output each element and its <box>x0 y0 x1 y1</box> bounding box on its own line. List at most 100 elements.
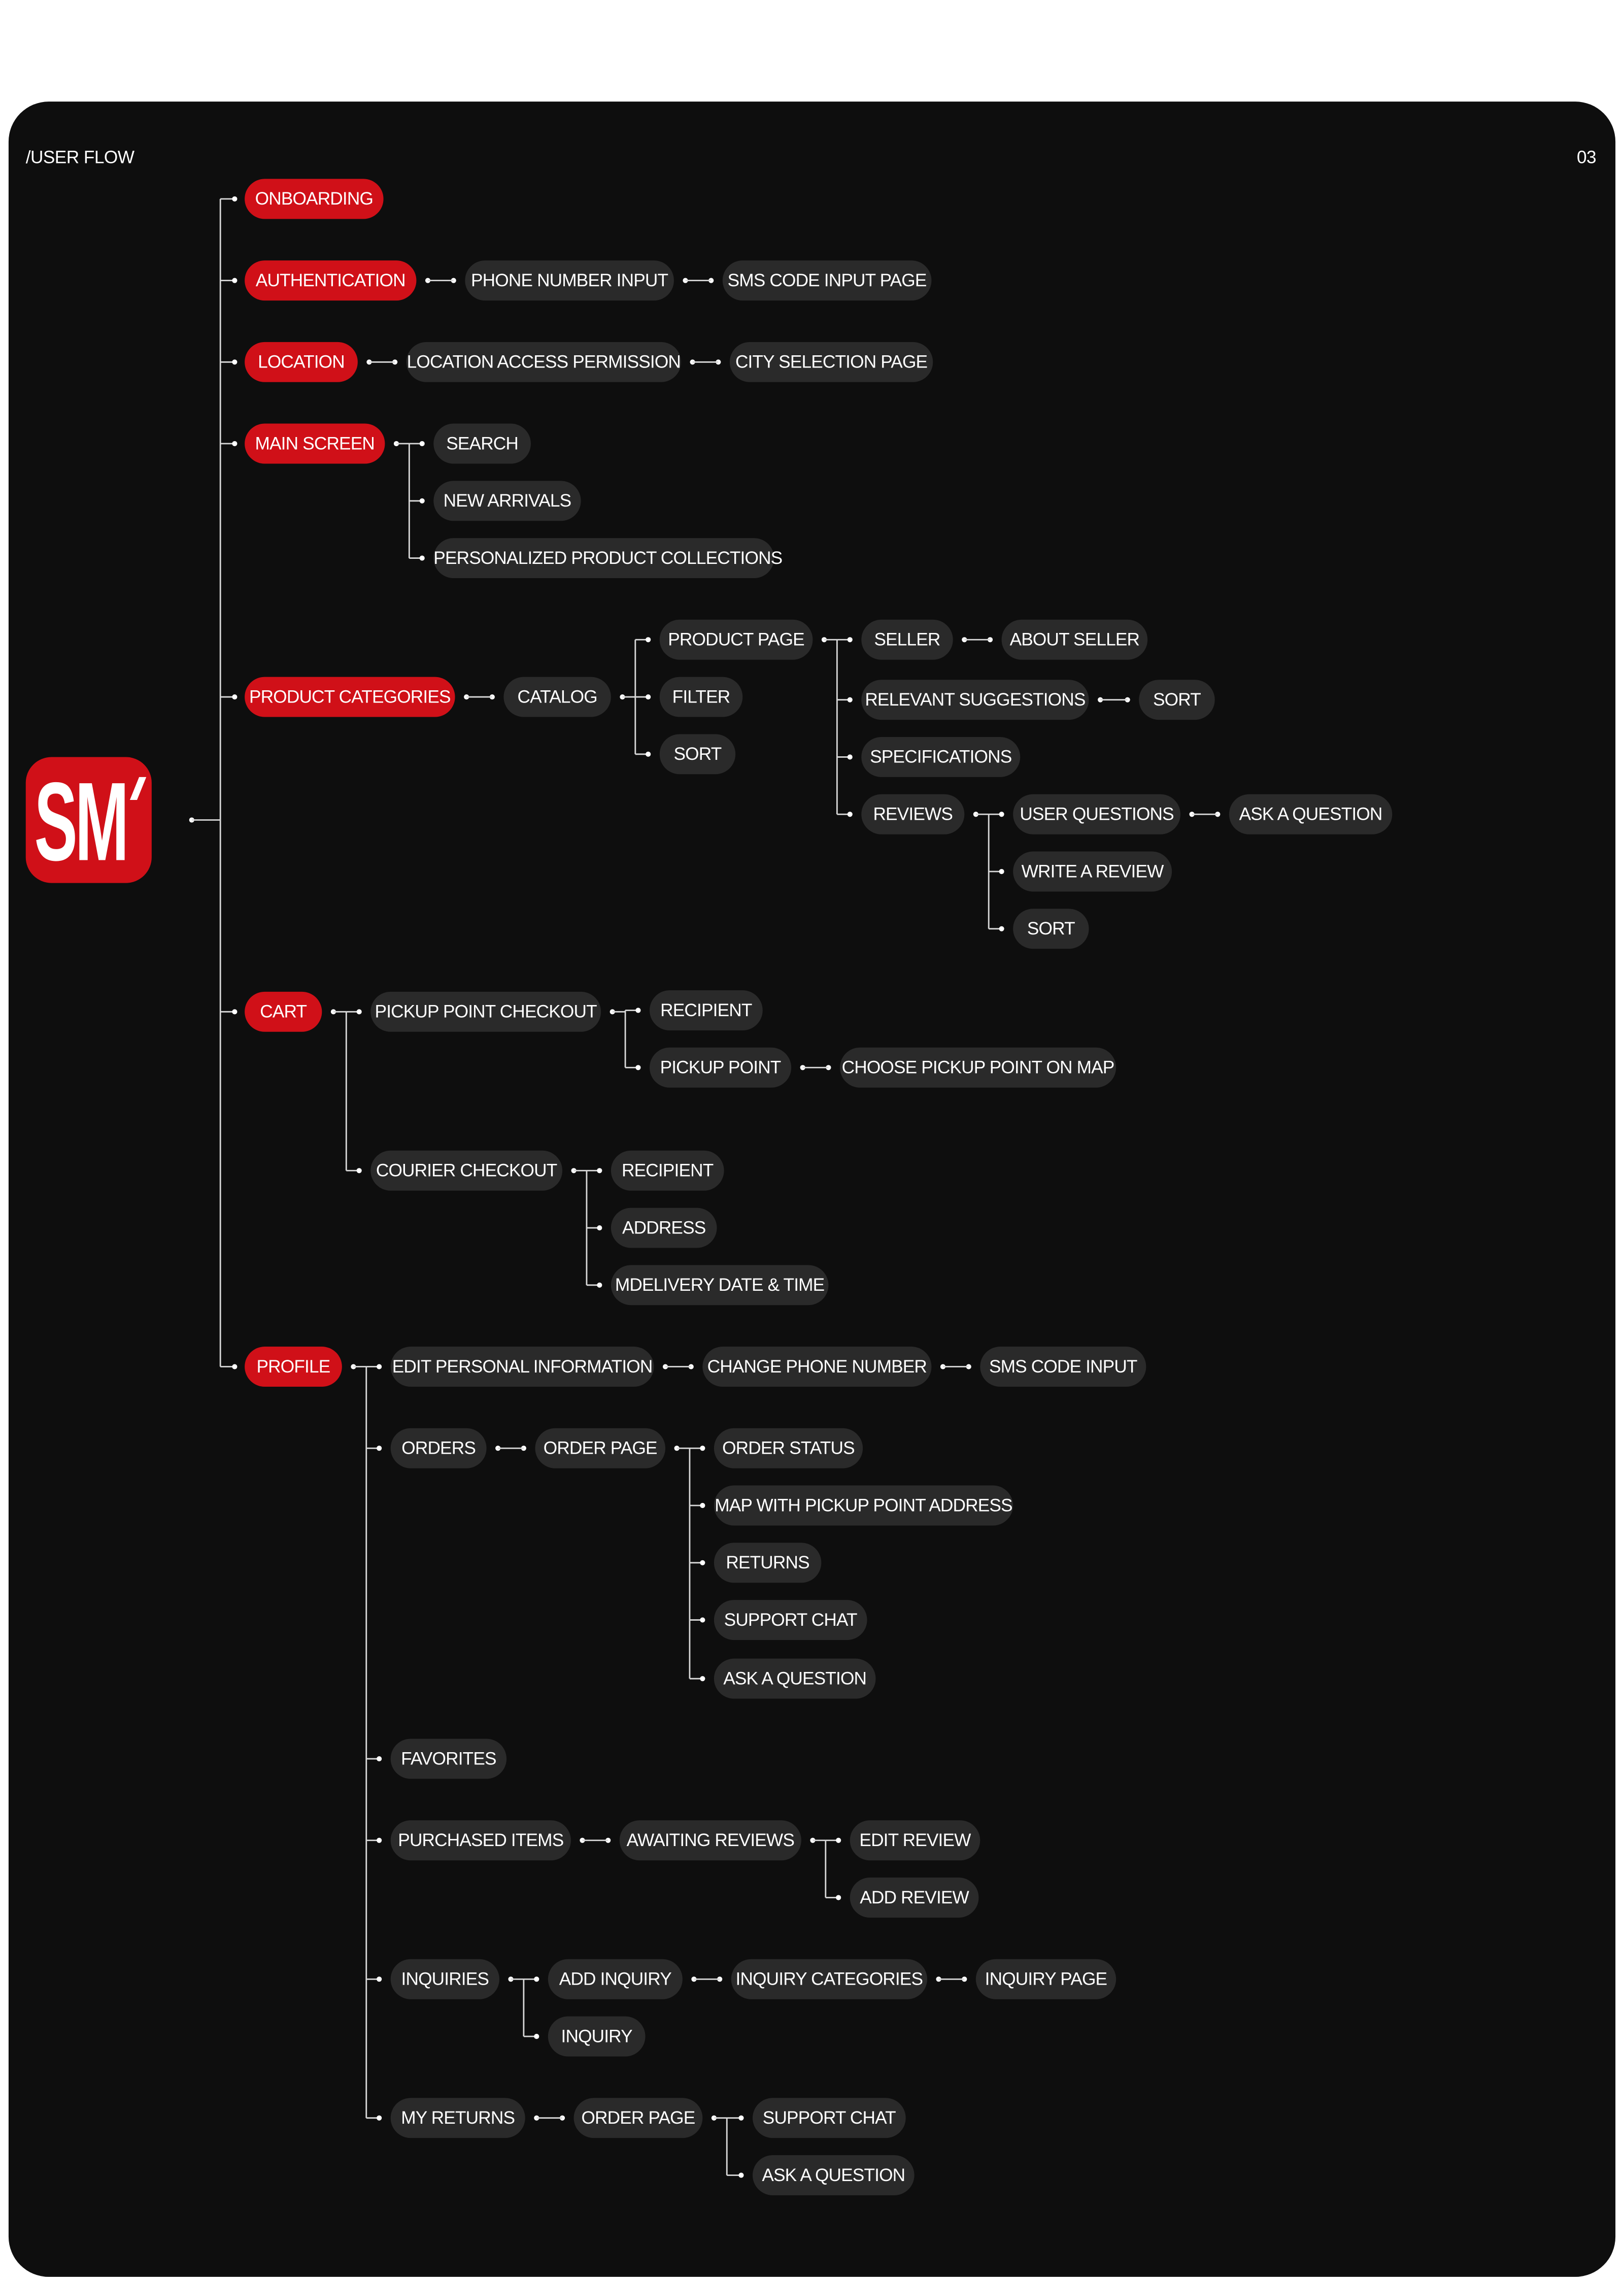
page-number: 03 <box>1576 147 1597 168</box>
flow-node-recipient[interactable]: RECIPIENT <box>611 1150 724 1191</box>
connector-dot <box>377 1364 382 1369</box>
connector-dot <box>999 868 1004 875</box>
flow-node-seller[interactable]: SELLER <box>861 619 953 660</box>
connector-dot <box>356 1009 362 1015</box>
connector-dot <box>987 637 993 643</box>
flow-node-pickup-point-checkout[interactable]: PICKUP POINT CHECKOUT <box>370 991 601 1032</box>
flow-node-orders[interactable]: ORDERS <box>390 1428 487 1468</box>
flow-node-personalized-product-collections[interactable]: PERSONALIZED PRODUCT COLLECTIONS <box>433 538 783 579</box>
flow-node-sms-code-input[interactable]: SMS CODE INPUT <box>980 1347 1146 1387</box>
flow-node-write-a-review[interactable]: WRITE A REVIEW <box>1013 851 1172 892</box>
flow-node-choose-pickup-point-on-map[interactable]: CHOOSE PICKUP POINT ON MAP <box>839 1047 1116 1088</box>
flow-section-profile[interactable]: PROFILE <box>245 1347 342 1387</box>
connector-dot <box>847 637 853 643</box>
flow-node-ask-a-question[interactable]: ASK A QUESTION <box>753 2155 915 2195</box>
flow-node-filter[interactable]: FILTER <box>659 677 743 717</box>
connector-dot <box>232 1009 238 1015</box>
flow-node-pickup-point[interactable]: PICKUP POINT <box>650 1047 792 1088</box>
connector-dot <box>419 441 425 447</box>
flow-node-recipient[interactable]: RECIPIENT <box>650 990 763 1030</box>
flow-node-inquiry-page[interactable]: INQUIRY PAGE <box>975 1959 1116 1999</box>
flow-node-inquiry-categories[interactable]: INQUIRY CATEGORIES <box>731 1959 927 1999</box>
flow-node-reviews[interactable]: REVIEWS <box>861 794 965 834</box>
connector-dot <box>847 812 853 817</box>
flow-node-new-arrivals[interactable]: NEW ARRIVALS <box>433 481 581 521</box>
connector-dot <box>232 1364 238 1369</box>
connector-dot <box>708 278 714 283</box>
flow-node-relevant-suggestions[interactable]: RELEVANT SUGGESTIONS <box>861 680 1089 720</box>
flow-node-catalog[interactable]: CATALOG <box>503 677 611 717</box>
flow-node-awaiting-reviews[interactable]: AWAITING REVIEWS <box>619 1820 801 1861</box>
flow-node-mdelivery-date-time[interactable]: MDELIVERY DATE & TIME <box>611 1265 829 1305</box>
flow-node-add-review[interactable]: ADD REVIEW <box>850 1878 979 1918</box>
flow-card <box>8 102 1616 2277</box>
connector-dot <box>377 1977 382 1982</box>
flow-node-inquiry[interactable]: INQUIRY <box>548 2016 646 2057</box>
connector-dot <box>377 1446 382 1451</box>
flow-node-phone-number-input[interactable]: PHONE NUMBER INPUT <box>465 260 674 301</box>
connector-dot <box>605 1837 611 1843</box>
flow-node-add-inquiry[interactable]: ADD INQUIRY <box>548 1959 683 1999</box>
connector-dot <box>489 694 495 700</box>
flow-node-purchased-items[interactable]: PURCHASED ITEMS <box>390 1820 571 1861</box>
flow-section-authentication[interactable]: AUTHENTICATION <box>245 260 417 301</box>
flow-node-my-returns[interactable]: MY RETURNS <box>390 2098 525 2138</box>
connector-dot <box>635 1008 641 1013</box>
flow-node-support-chat[interactable]: SUPPORT CHAT <box>714 1600 867 1640</box>
flow-node-ask-a-question[interactable]: ASK A QUESTION <box>1229 794 1393 834</box>
flow-node-user-questions[interactable]: USER QUESTIONS <box>1013 794 1181 834</box>
flow-node-edit-review[interactable]: EDIT REVIEW <box>850 1820 980 1861</box>
connector-dot <box>232 196 238 202</box>
flow-node-favorites[interactable]: FAVORITES <box>390 1738 507 1779</box>
flow-node-product-page[interactable]: PRODUCT PAGE <box>659 619 813 660</box>
flow-node-address[interactable]: ADDRESS <box>611 1208 717 1248</box>
flow-node-specifications[interactable]: SPECIFICATIONS <box>861 736 1021 777</box>
flow-node-city-selection-page[interactable]: CITY SELECTION PAGE <box>729 342 933 382</box>
connector-dot <box>999 812 1004 817</box>
flow-section-main-screen[interactable]: MAIN SCREEN <box>245 423 385 464</box>
connector-dot <box>646 637 651 643</box>
flow-node-support-chat[interactable]: SUPPORT CHAT <box>753 2098 906 2138</box>
flow-node-order-page[interactable]: ORDER PAGE <box>535 1428 666 1468</box>
flow-node-sms-code-input-page[interactable]: SMS CODE INPUT PAGE <box>722 260 932 301</box>
connector-dot <box>635 1065 641 1070</box>
flow-node-courier-checkout[interactable]: COURIER CHECKOUT <box>370 1150 563 1191</box>
connector-dot <box>597 1282 602 1288</box>
flow-node-about-seller[interactable]: ABOUT SELLER <box>1001 619 1148 660</box>
connector-dot <box>999 926 1004 931</box>
connector-dot <box>700 1502 705 1509</box>
flow-node-search[interactable]: SEARCH <box>433 423 531 464</box>
connector-dot <box>232 694 238 700</box>
flow-node-order-status[interactable]: ORDER STATUS <box>714 1428 863 1468</box>
app-logo: SM <box>25 757 152 883</box>
flow-node-ask-a-question[interactable]: ASK A QUESTION <box>714 1658 876 1699</box>
flow-node-change-phone-number[interactable]: CHANGE PHONE NUMBER <box>702 1347 932 1387</box>
flow-node-order-page[interactable]: ORDER PAGE <box>573 2098 703 2138</box>
flow-node-inquiries[interactable]: INQUIRIES <box>390 1959 499 1999</box>
connector-dot <box>646 751 651 757</box>
flow-section-onboarding[interactable]: ONBOARDING <box>245 179 384 219</box>
connector-dot <box>716 359 721 365</box>
flow-node-sort[interactable]: SORT <box>1139 680 1215 720</box>
flow-node-location-access-permission[interactable]: LOCATION ACCESS PERMISSION <box>406 342 682 382</box>
flow-node-sort[interactable]: SORT <box>1013 909 1089 949</box>
flow-node-map-with-pickup-point-address[interactable]: MAP WITH PICKUP POINT ADDRESS <box>714 1485 1013 1526</box>
connector-dot <box>700 1560 705 1565</box>
flow-node-edit-personal-information[interactable]: EDIT PERSONAL INFORMATION <box>390 1347 654 1387</box>
connector-dot <box>232 278 238 283</box>
logo-text: SM <box>34 758 129 883</box>
flow-section-cart[interactable]: CART <box>245 991 322 1032</box>
connector-dot <box>1215 812 1221 817</box>
flow-section-product-categories[interactable]: PRODUCT CATEGORIES <box>245 677 455 717</box>
flow-node-sort[interactable]: SORT <box>659 734 736 775</box>
connector-dot <box>836 1895 841 1900</box>
flow-node-returns[interactable]: RETURNS <box>714 1543 822 1583</box>
connector-dot <box>559 2115 565 2121</box>
connector-dot <box>597 1168 602 1174</box>
flow-section-location[interactable]: LOCATION <box>245 342 358 382</box>
connector-dot <box>847 754 853 760</box>
connector-dot <box>232 441 238 447</box>
connector-dot <box>847 697 853 702</box>
